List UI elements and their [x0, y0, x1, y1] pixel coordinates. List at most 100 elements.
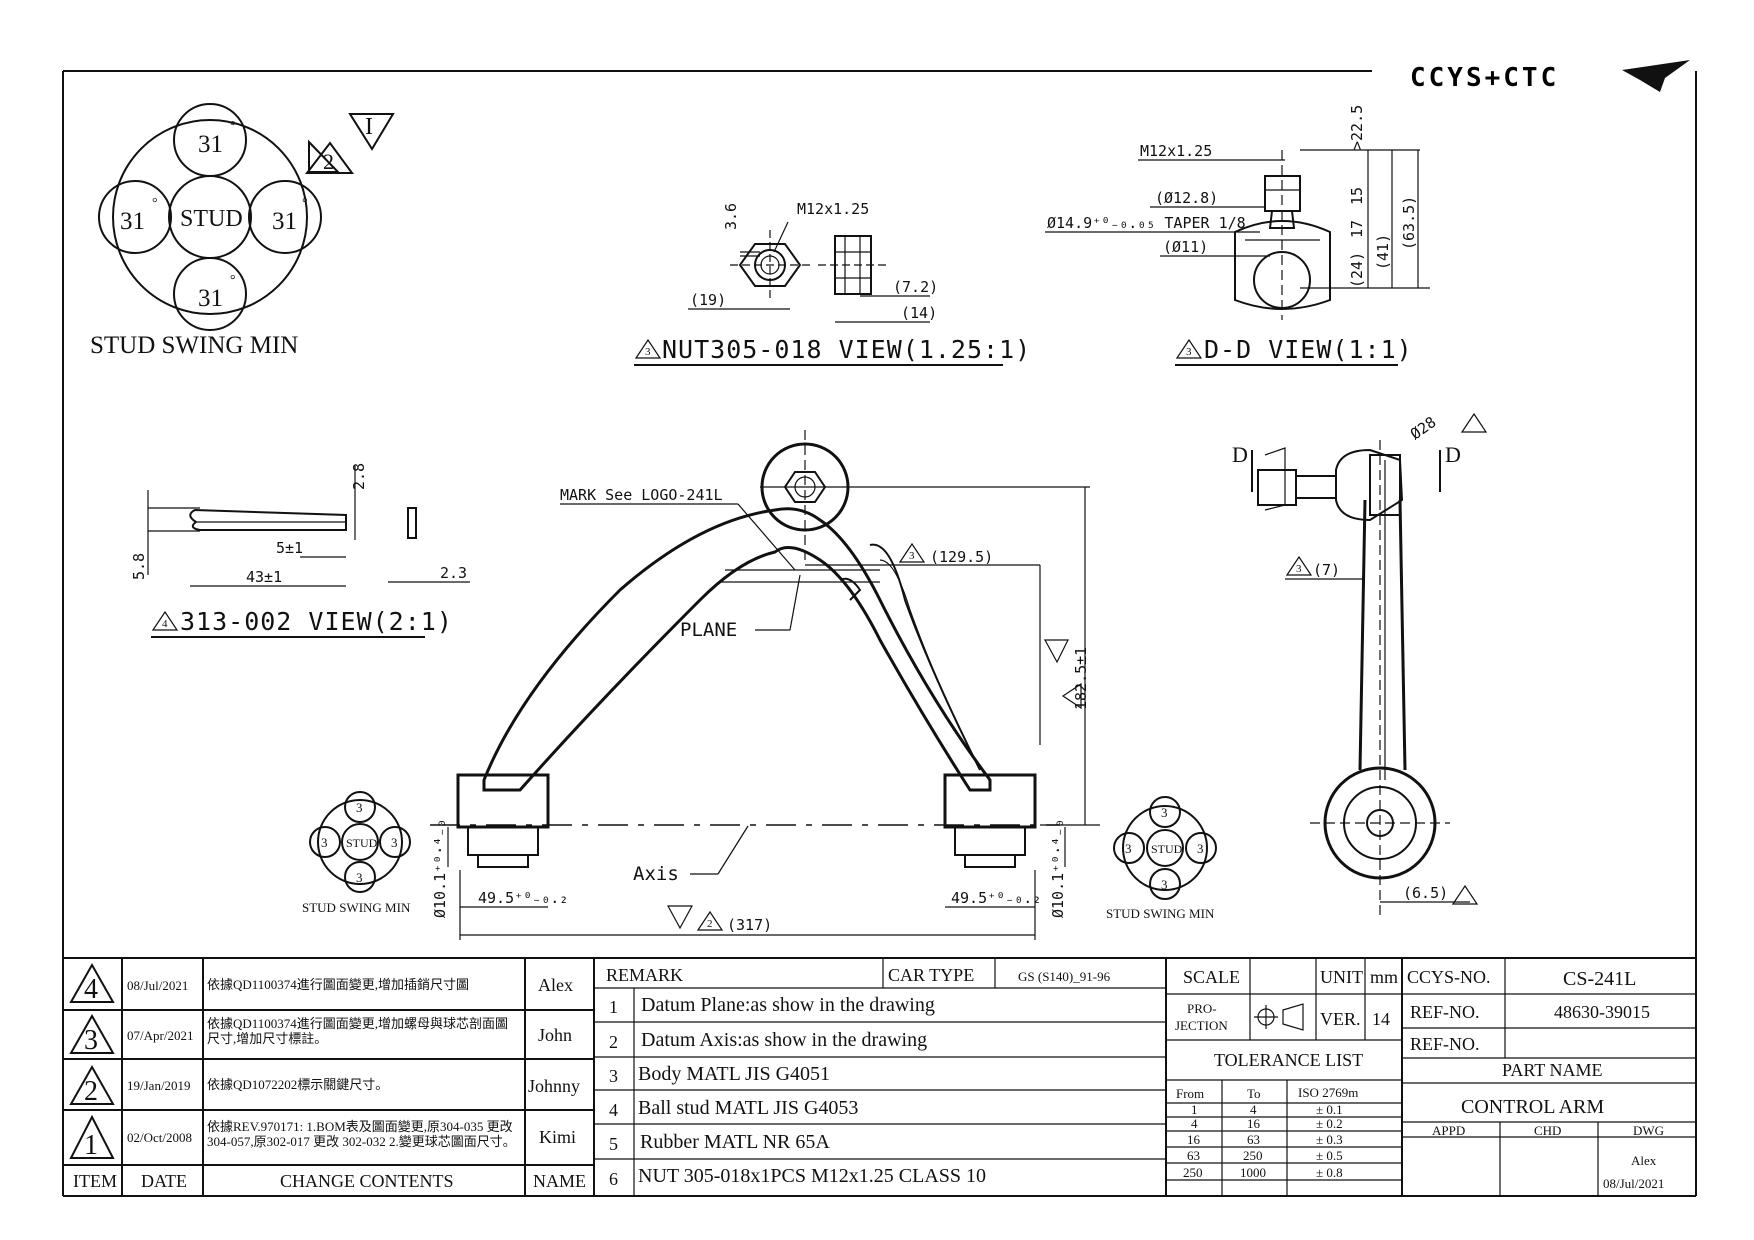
dd-dim-24: (24) [1348, 252, 1366, 288]
pin-dim-2-8: 2.8 [350, 463, 368, 490]
remark-text: Body MATL JIS G4051 [638, 1063, 830, 1085]
revision-row-2: 2 19/Jan/2019 依據QD1072202標示關鍵尺寸。 Johnny [69, 1064, 580, 1107]
stud-swing-top: 31 31 31 31 ° ° ° ° STUD STUD SWING MIN … [90, 103, 395, 359]
dim-d10-1-left: Ø10.1⁺⁰·⁴₋₀ [431, 819, 449, 918]
remark-no: 3 [609, 1066, 618, 1086]
ver-value: 14 [1372, 1009, 1390, 1029]
dd-rev-mark: 3 [1186, 346, 1192, 358]
tol-to: 4 [1250, 1102, 1257, 1117]
pin-dim-5-8: 5.8 [130, 553, 148, 580]
tol-from: 63 [1187, 1148, 1200, 1163]
projection-label-2: JECTION [1175, 1018, 1228, 1033]
ver-label: VER. [1320, 1009, 1361, 1029]
ref-label-2: REF-NO. [1410, 1034, 1480, 1054]
remark-text: Rubber MATL NR 65A [640, 1131, 830, 1153]
rev-name: Alex [538, 975, 573, 995]
svg-text:2: 2 [707, 918, 713, 930]
nut-dim-7-2: (7.2) [893, 278, 938, 296]
revision-row-1: 1 02/Oct/2008 依據REV.970171: 1.BOM表及圖面變更,… [69, 1114, 576, 1161]
rev-header-date: DATE [141, 1171, 187, 1191]
tol-value: ± 0.3 [1316, 1132, 1343, 1147]
tolerance-title: TOLERANCE LIST [1214, 1050, 1363, 1070]
control-arm-main-view: MARK See LOGO-241L PLANE Axis 3 (129.5) … [430, 430, 1100, 940]
rev-date: 19/Jan/2019 [127, 1078, 191, 1093]
datum-plane-label: PLANE [680, 619, 737, 641]
tol-to: 63 [1247, 1132, 1260, 1147]
tol-header-to: To [1247, 1086, 1261, 1101]
svg-text:°: ° [152, 196, 158, 211]
rev-item-2: 2 [84, 1076, 98, 1107]
swing-angle-right: 31 [272, 208, 297, 235]
dim-49-5-right: 49.5⁺⁰₋₀.₂ [951, 889, 1041, 907]
rev-content-line2: 304-057,原302-017 更改 302-032 2.變更球芯圖面尺寸。 [207, 1134, 516, 1149]
dim-49-5-left: 49.5⁺⁰₋₀.₂ [478, 889, 568, 907]
remark-no: 4 [609, 1100, 618, 1120]
scale-label: SCALE [1183, 967, 1240, 987]
stud-swing-right: 3 3 3 3 STUD STUD SWING MIN [1106, 796, 1217, 921]
dd-dim-d12-8: (Ø12.8) [1155, 189, 1218, 207]
dd-taper-label: Ø14.9⁺⁰₋₀.₀₅ TAPER 1/8 [1047, 214, 1246, 232]
dwg-date: 08/Jul/2021 [1603, 1176, 1664, 1191]
unit-value: mm [1370, 967, 1398, 987]
dd-dim-22-5: >22.5 [1348, 105, 1366, 150]
swing-left-center: STUD [346, 836, 378, 850]
rev-name: Johnny [528, 1076, 580, 1096]
rev-item-1: 1 [84, 1130, 98, 1161]
part-name: CONTROL ARM [1461, 1096, 1604, 1118]
logo-mark-icon [1622, 60, 1690, 92]
rev-content: 依據REV.970171: 1.BOM表及圖面變更,原304-035 更改 [207, 1119, 513, 1134]
logo-text: CCYS+CTC [1410, 63, 1559, 93]
pin-rev-mark: 4 [162, 618, 168, 630]
side-dim-7: (7) [1313, 561, 1340, 579]
dwg-name: Alex [1631, 1153, 1657, 1168]
side-dim-6-5: (6.5) [1403, 884, 1448, 902]
rev-name: Kimi [539, 1127, 576, 1147]
rev-name: John [538, 1025, 572, 1045]
swing-left-angle-right: 3 [391, 835, 398, 850]
tol-value: ± 0.1 [1316, 1102, 1343, 1117]
title-block: 4 08/Jul/2021 依據QD1100374進行圖面變更,增加插銷尺寸圖 … [63, 957, 1696, 1196]
third-angle-projection-icon [1254, 1003, 1304, 1031]
rev-mark-label: 2 [323, 149, 334, 174]
tol-to: 16 [1247, 1116, 1261, 1131]
remark-text: Ball stud MATL JIS G4053 [638, 1097, 858, 1119]
tol-from: 16 [1187, 1132, 1201, 1147]
dd-dim-15: 15 [1348, 187, 1366, 205]
swing-right-center: STUD [1151, 842, 1183, 856]
side-view: D D Ø28 3 (7) (6.5) [1232, 412, 1488, 920]
rev-header-content: CHANGE CONTENTS [280, 1171, 454, 1191]
swing-right-angle-top: 3 [1161, 805, 1168, 820]
appd-label: APPD [1432, 1123, 1465, 1138]
svg-text:°: ° [230, 273, 236, 288]
tol-value: ± 0.5 [1316, 1148, 1343, 1163]
nut-thread-label: M12x1.25 [797, 200, 869, 218]
car-type-label: CAR TYPE [888, 965, 974, 985]
swing-right-angle-right: 3 [1197, 841, 1204, 856]
swing-left-angle-left: 3 [321, 835, 328, 850]
remark-text: Datum Axis:as show in the drawing [641, 1029, 927, 1051]
unit-label: UNIT [1320, 967, 1363, 987]
rev-header-name: NAME [533, 1171, 586, 1191]
swing-right-angle-left: 3 [1125, 841, 1132, 856]
revision-triangle-icon [69, 962, 115, 1003]
tol-to: 1000 [1240, 1165, 1266, 1180]
nut-dim-19: (19) [690, 291, 726, 309]
stud-swing-left: 3 3 3 3 STUD STUD SWING MIN [302, 791, 411, 915]
datum-triangle-icon [666, 905, 694, 930]
swing-angle-top: 31 [198, 131, 223, 158]
swing-angle-bottom: 31 [198, 285, 223, 312]
datum-axis-label: Axis [633, 863, 679, 885]
revision-row-4: 4 08/Jul/2021 依據QD1100374進行圖面變更,增加插銷尺寸圖 … [69, 962, 573, 1005]
projection-label: PRO- [1187, 1001, 1217, 1016]
svg-text:3: 3 [1296, 563, 1302, 575]
ccys-label: CCYS-NO. [1407, 967, 1491, 987]
nut-view: M12x1.25 3.6 (19) (7.2) (14) 3 NUT305-01… [634, 200, 1030, 366]
section-mark-d-left: D [1232, 442, 1248, 467]
side-dim-d28: Ø28 [1407, 413, 1440, 443]
logo-mark-callout: MARK See LOGO-241L [560, 486, 723, 504]
tol-value: ± 0.2 [1316, 1116, 1343, 1131]
remark-list: 1 Datum Plane:as show in the drawing 2 D… [609, 994, 986, 1189]
dim-d10-1-right: Ø10.1⁺⁰·⁴₋₀ [1049, 819, 1067, 918]
swing-left-angle-top: 3 [356, 800, 363, 815]
ref-number: 48630-39015 [1554, 1002, 1650, 1022]
